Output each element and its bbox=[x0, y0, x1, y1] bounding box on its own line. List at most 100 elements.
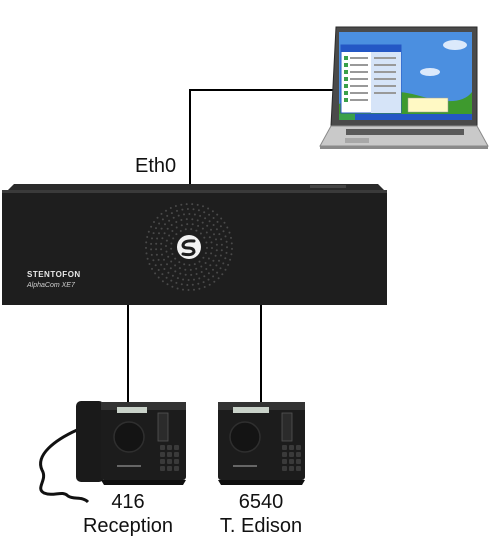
speaker-hole bbox=[180, 224, 183, 227]
speaker-hole bbox=[161, 253, 163, 256]
speaker-hole bbox=[170, 242, 173, 245]
speaker-hole bbox=[155, 253, 158, 256]
speaker-hole bbox=[228, 231, 231, 234]
speaker-hole bbox=[188, 264, 191, 266]
phone-416-handset bbox=[76, 401, 104, 482]
speaker-hole bbox=[221, 273, 224, 276]
speaker-hole bbox=[199, 232, 202, 235]
speaker-hole bbox=[223, 221, 226, 224]
speaker-hole bbox=[187, 289, 190, 291]
phone-6540-base bbox=[218, 480, 305, 485]
keypad-key bbox=[160, 459, 165, 464]
speaker-hole bbox=[147, 230, 150, 233]
speaker-hole bbox=[152, 259, 155, 262]
speaker-hole bbox=[225, 240, 228, 243]
phone-416-display bbox=[117, 407, 147, 413]
speaker-hole bbox=[202, 205, 204, 208]
speaker-hole bbox=[180, 219, 183, 221]
speaker-hole bbox=[165, 276, 168, 279]
keypad-key bbox=[282, 466, 287, 471]
speaker-hole bbox=[170, 247, 173, 250]
phone-416-cord bbox=[39, 428, 90, 504]
speaker-hole bbox=[174, 264, 177, 267]
speaker-hole bbox=[167, 271, 170, 274]
speaker-hole bbox=[171, 230, 174, 232]
speaker-hole bbox=[224, 268, 227, 271]
keypad-key bbox=[160, 466, 165, 471]
speaker-hole bbox=[215, 228, 218, 231]
speaker-hole bbox=[218, 259, 220, 262]
exchange-model: AlphaCom XE7 bbox=[26, 282, 76, 289]
keypad-key bbox=[160, 445, 165, 450]
speaker-hole bbox=[230, 236, 232, 239]
speaker-hole bbox=[207, 278, 210, 281]
speaker-hole bbox=[212, 268, 214, 271]
start-button bbox=[339, 114, 355, 120]
speaker-hole bbox=[220, 238, 223, 241]
phone-6540-speaker bbox=[229, 421, 261, 453]
speaker-hole bbox=[219, 225, 222, 228]
speaker-hole bbox=[197, 224, 200, 227]
desktop-cloud bbox=[420, 68, 440, 76]
laptop-keyboard bbox=[346, 129, 464, 135]
speaker-hole bbox=[171, 274, 174, 277]
speaker-hole bbox=[197, 209, 200, 212]
speaker-hole bbox=[193, 288, 195, 291]
speaker-hole bbox=[168, 234, 171, 237]
speaker-hole bbox=[215, 249, 218, 252]
phone-416 bbox=[39, 401, 186, 504]
speaker-hole bbox=[208, 283, 211, 286]
speaker-hole bbox=[174, 257, 177, 260]
speaker-hole bbox=[212, 224, 215, 226]
speaker-hole bbox=[220, 249, 223, 252]
speaker-hole bbox=[145, 252, 148, 255]
keypad-key bbox=[174, 466, 179, 471]
speaker-hole bbox=[174, 205, 177, 207]
speaker-hole bbox=[171, 285, 174, 288]
speaker-hole bbox=[170, 260, 173, 263]
speaker-hole bbox=[216, 271, 219, 274]
speaker-hole bbox=[199, 214, 202, 217]
speaker-hole bbox=[213, 233, 215, 236]
speaker-hole bbox=[189, 268, 192, 271]
keypad-key bbox=[167, 445, 172, 450]
speaker-hole bbox=[150, 253, 153, 256]
speaker-hole bbox=[185, 218, 188, 221]
speaker-hole bbox=[203, 286, 206, 288]
speaker-hole bbox=[174, 270, 177, 273]
exchange-speaker-grille bbox=[145, 203, 233, 291]
speaker-hole bbox=[181, 208, 184, 211]
wire-exchange-to-laptop bbox=[189, 89, 336, 185]
speaker-hole bbox=[214, 254, 217, 257]
speaker-hole bbox=[145, 241, 148, 244]
keypad-key bbox=[282, 445, 287, 450]
speaker-hole bbox=[175, 221, 178, 223]
speaker-hole bbox=[229, 258, 232, 261]
exchange-front-highlight bbox=[2, 190, 387, 193]
speaker-hole bbox=[193, 213, 196, 216]
speaker-hole bbox=[168, 219, 171, 222]
speaker-hole bbox=[220, 217, 223, 220]
speaker-hole bbox=[155, 227, 157, 230]
speaker-hole bbox=[185, 203, 188, 206]
speaker-hole bbox=[170, 224, 173, 226]
speaker-hole bbox=[178, 261, 181, 264]
phone-6540-display bbox=[233, 407, 269, 413]
connection-lines bbox=[127, 89, 336, 402]
speaker-hole bbox=[211, 247, 213, 249]
speaker-hole bbox=[203, 236, 206, 239]
phone-416-keypad bbox=[160, 445, 179, 471]
speaker-hole bbox=[200, 265, 203, 268]
keypad-key bbox=[167, 466, 172, 471]
speaker-hole bbox=[160, 248, 163, 251]
speaker-hole bbox=[204, 252, 207, 255]
keypad-key bbox=[289, 466, 294, 471]
phone-6540-side-panel bbox=[281, 412, 293, 442]
speaker-hole bbox=[166, 214, 169, 217]
laptop-touchpad bbox=[345, 138, 369, 143]
speaker-hole bbox=[148, 263, 151, 265]
phone-6540 bbox=[218, 402, 305, 485]
speaker-hole bbox=[155, 242, 158, 245]
speaker-hole bbox=[169, 267, 172, 270]
